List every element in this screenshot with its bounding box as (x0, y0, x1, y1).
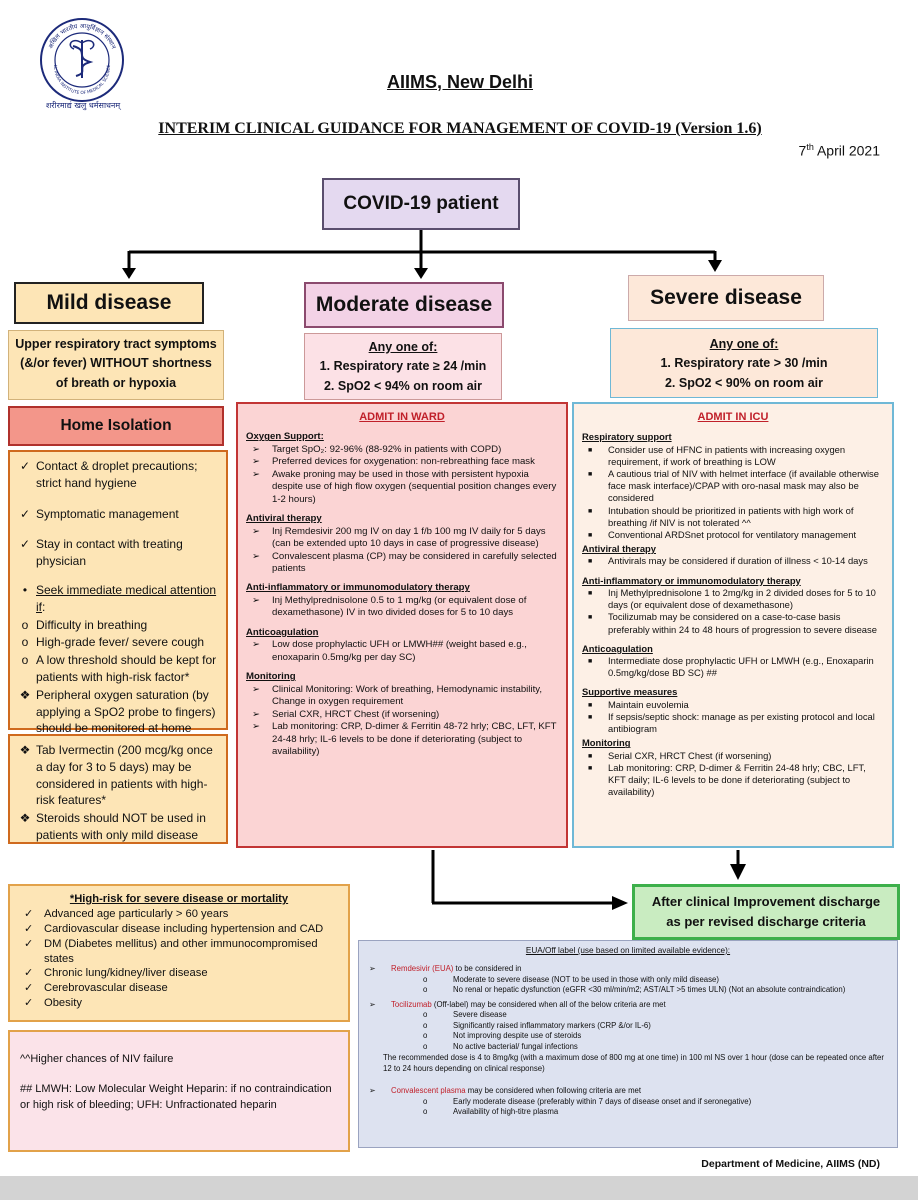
list-item: ➢Awake proning may be used in those with… (252, 468, 557, 505)
arrowhead-mild (122, 268, 136, 279)
list-item: ❖Steroids should NOT be used in patients… (19, 811, 206, 842)
mild-drug-list: ❖Tab Ivermectin (200 mcg/kg once a day f… (8, 734, 228, 844)
list-item: ✓Obesity (24, 997, 82, 1010)
list-item: ■Maintain euvolemia (588, 698, 689, 710)
footnotes-box: ^^Higher chances of NIV failure ## LMWH:… (8, 1030, 350, 1152)
bottom-strip (0, 1176, 918, 1200)
home-isolation-list: ✓Contact & droplet precautions; strict h… (8, 450, 228, 735)
document-title: INTERIM CLINICAL GUIDANCE FOR MANAGEMENT… (158, 120, 762, 137)
list-item: ➢Preferred devices for oxygenation: non-… (252, 456, 535, 468)
list-item: ✓Contact & droplet precautions; strict h… (19, 459, 198, 490)
remdesivir-item: ➢Remdesivir (EUA) to be considered in (369, 964, 522, 974)
list-item: ➢Low dose prophylactic UFH or LMWH## (we… (252, 639, 527, 663)
arrowhead-discharge-top (730, 864, 746, 880)
list-item: ➢Inj Methylprednisolone 0.5 to 1 mg/kg (… (252, 594, 527, 619)
org-title: AIIMS, New Delhi (386, 72, 534, 92)
arrowhead-moderate (414, 268, 428, 279)
mild-criteria: Upper respiratory tract symptoms (&/or f… (8, 330, 224, 400)
list-item: ➢Serial CXR, HRCT Chest (if worsening) (252, 708, 440, 720)
arrowhead-severe (708, 260, 722, 272)
list-item: ■Intubation should be prioritized in pat… (588, 504, 854, 528)
list-item: ■If sepsis/septic shock: manage as per e… (588, 710, 875, 735)
list-item: ■Inj Methylprednisolone 1 to 2mg/kg in 2… (588, 586, 876, 611)
mild-disease-heading: Mild disease (14, 282, 204, 324)
list-item: ■Lab monitoring: CRP, D-dimer & Ferritin… (588, 761, 866, 798)
tocilizumab-dose: The recommended dose is 4 to 8mg/kg (wit… (383, 1053, 884, 1073)
list-item: ■Tocilizumab may be considered on a case… (588, 611, 877, 635)
lmwh-note: ## LMWH: Low Molecular Weight Heparin: i… (20, 1082, 332, 1111)
list-item: ➢Target SpO₂: 92-96% (88-92% in patients… (252, 443, 502, 455)
admit-ward-panel: ADMIT IN WARD Oxygen Support: ➢Target Sp… (236, 402, 568, 848)
high-risk-title: *High-risk for severe disease or mortali… (69, 893, 289, 905)
list-item: ■Antivirals may be considered if duratio… (588, 555, 868, 567)
arrowhead-discharge-left (612, 896, 628, 910)
list-item: ■A cautious trial of NIV with helmet int… (588, 467, 879, 504)
covid-patient-box: COVID-19 patient (322, 178, 520, 230)
list-item: ➢Lab monitoring: CRP, D-dimer & Ferritin… (252, 721, 557, 758)
list-item: ■Serial CXR, HRCT Chest (if worsening) (588, 749, 772, 761)
document-date: 7th April 2021 (798, 142, 880, 159)
logo-motto: शरीरमाद्यं खलु धर्मसाधनम् (45, 101, 121, 110)
tocilizumab-item: ➢Tocilizumab (Off-label) may be consider… (369, 999, 666, 1009)
aiims-logo: अखिल भारतीय आयुर्विज्ञान संस्थान ALL IND… (37, 12, 126, 104)
admit-icu-heading: ADMIT IN ICU (697, 411, 769, 423)
seek-attention-label: •Seek immediate medical attention if: (22, 582, 217, 614)
list-item: ❖Tab Ivermectin (200 mcg/kg once a day f… (19, 743, 213, 808)
severe-criteria: Any one of: 1. Respiratory rate > 30 /mi… (610, 328, 878, 398)
department-footer: Department of Medicine, AIIMS (ND) (701, 1158, 880, 1170)
discharge-box: After clinical Improvement discharge as … (632, 884, 900, 940)
eua-title: EUA/Off label (use based on limited avai… (525, 946, 731, 955)
admit-ward-heading: ADMIT IN WARD (359, 411, 445, 423)
eua-off-label-box: EUA/Off label (use based on limited avai… (358, 940, 898, 1148)
home-isolation-heading: Home Isolation (8, 406, 224, 446)
list-item: ✓Stay in contact with treating physician (19, 537, 183, 569)
admit-icu-panel: ADMIT IN ICU Respiratory support ■Consid… (572, 402, 894, 848)
list-item: ■Consider use of HFNC in patients with i… (588, 443, 846, 467)
list-item: ➢Clinical Monitoring: Work of breathing,… (252, 683, 542, 708)
niv-note: ^^Higher chances of NIV failure (20, 1053, 174, 1065)
list-item: ■Intermediate dose prophylactic UFH or L… (588, 655, 874, 679)
list-item: ✓Cerebrovascular disease (24, 982, 168, 995)
list-item: ■Conventional ARDSnet protocol for venti… (588, 529, 857, 541)
severe-disease-heading: Severe disease (628, 275, 824, 321)
list-item: ➢Convalescent plasma (CP) may be conside… (252, 550, 557, 574)
list-item: ✓Chronic lung/kidney/liver disease (24, 967, 208, 980)
high-risk-box: *High-risk for severe disease or mortali… (8, 884, 350, 1022)
list-item: ✓DM (Diabetes mellitus) and other immuno… (24, 937, 318, 965)
list-item: ✓Advanced age particularly > 60 years (24, 907, 229, 920)
moderate-disease-heading: Moderate disease (304, 282, 504, 328)
moderate-criteria: Any one of: 1. Respiratory rate ≥ 24 /mi… (304, 333, 502, 400)
convalescent-plasma-item: ➢Convalescent plasma may be considered w… (369, 1086, 642, 1096)
list-item: ❖Peripheral oxygen saturation (by applyi… (19, 687, 216, 736)
list-item: ✓Cardiovascular disease including hypert… (24, 922, 324, 935)
list-item: ✓Symptomatic management (19, 506, 179, 521)
list-item: ➢Inj Remdesivir 200 mg IV on day 1 f/b 1… (252, 525, 546, 550)
